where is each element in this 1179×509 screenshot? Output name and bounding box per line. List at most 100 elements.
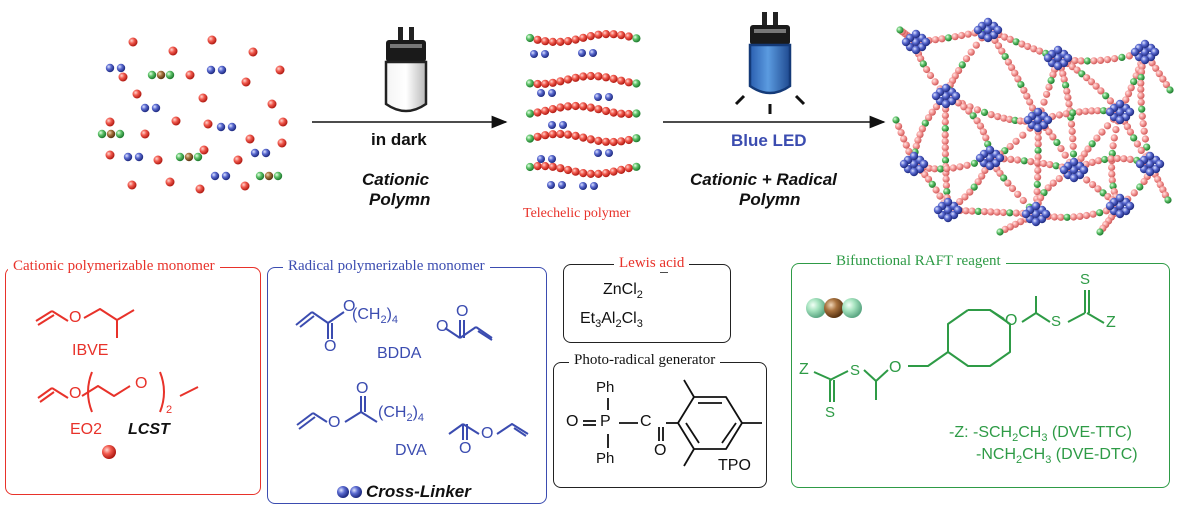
chain-sphere [594,169,603,178]
network-sphere [941,131,949,139]
cross-linker-sphere [590,182,598,190]
network-sphere [962,207,970,215]
chain-sphere [586,103,595,112]
cross-linker-sphere [558,181,566,189]
network-sphere [1103,122,1112,130]
tpo-label: TPO [718,457,751,474]
network-sphere [987,208,995,216]
raft-z-right: Z [1106,314,1116,331]
step2-process-line1: Cationic + Radical [690,170,837,189]
network-sphere [980,108,989,116]
lewis-panel-title: Lewis acid [614,255,690,272]
network-sphere [973,117,981,125]
chain-end-sphere [525,162,535,172]
network-sphere [1044,184,1052,192]
network-sphere [1137,146,1145,154]
network-sphere [1140,177,1148,186]
network-sphere [1124,90,1133,98]
network-sphere [1019,196,1027,205]
crosslink-sphere [1115,201,1125,211]
network-sphere [1084,145,1092,153]
network-sphere [1108,149,1116,157]
eo2-oxygen-1: O [69,385,82,402]
cross-linker-icon [337,486,362,498]
ibve-structure [35,308,135,338]
chain-sphere [579,33,588,42]
network-sphere [1007,155,1015,163]
network-sphere [892,116,900,124]
crosslink-sphere [1059,165,1069,175]
network-sphere [982,134,990,142]
chain-sphere [601,169,611,178]
network-sphere [1043,90,1051,98]
network-sphere [1034,166,1042,174]
network-sphere [1141,135,1149,143]
network-sphere [1139,120,1147,128]
network-sphere [1062,81,1070,89]
chain-end-sphere [632,34,641,43]
cross-linker-sphere [589,49,597,57]
network-sphere [1126,155,1134,163]
crosslink-sphere [941,83,951,93]
crosslink-sphere [1069,165,1079,175]
chain-sphere [617,109,626,118]
network-sphere [1166,86,1174,94]
network-sphere [1107,155,1115,163]
chain-sphere [586,71,595,81]
network-sphere [941,112,950,120]
network-sphere [1138,62,1146,71]
network-sphere [1138,105,1146,113]
crosslink-sphere [995,153,1005,163]
chain-end-sphere [525,79,535,88]
network-sphere [1000,114,1008,122]
network-sphere [1008,64,1016,72]
network-sphere [1052,162,1060,170]
network-sphere [1087,78,1095,86]
network-sphere [925,114,933,122]
network-sphere [921,119,929,127]
crosslink-sphere [909,151,919,161]
chain-sphere [563,37,573,46]
network-sphere [941,144,949,152]
network-sphere [1136,183,1144,191]
network-sphere [1000,174,1008,182]
network-sphere [941,118,949,126]
monomer-mixture [97,35,288,194]
network-sphere [1106,97,1114,105]
chain-end-sphere [632,79,641,88]
crosslink-sphere [941,91,951,101]
network-sphere [928,180,936,188]
raft-z-option-2: -NCH2CH3 (DVE-DTC) [976,446,1138,467]
crosslink-sphere [911,29,921,39]
chain-sphere [533,132,542,141]
crosslink-sphere [1021,209,1031,219]
chain-end-sphere [632,109,641,118]
chain-sphere [563,75,573,84]
network-sphere [937,165,945,173]
network-sphere [1094,157,1103,165]
network-sphere [931,36,940,44]
network-sphere [1094,107,1102,115]
network-sphere [1006,35,1014,44]
crosslink-sphere [1125,107,1135,117]
network-sphere [1028,104,1037,112]
network-sphere [1011,69,1019,77]
step1-process-line2: Polymn [369,190,431,209]
network-sphere [1065,100,1073,108]
network-sphere [931,165,939,173]
crosslink-sphere [1105,107,1115,117]
network-sphere [1014,156,1022,164]
network-sphere [993,208,1001,216]
network-sphere [1096,209,1104,217]
cross-linker-label: Cross-Linker [366,482,471,501]
network-sphere [996,228,1004,236]
crosslink-sphere [941,99,951,109]
crosslink-sphere [1031,201,1041,211]
network-sphere [1130,134,1138,142]
eo2-structure [37,371,199,413]
network-sphere [1083,74,1091,82]
eo2-oxygen-2: O [135,375,148,392]
network-sphere [961,193,969,201]
zncl2-formula: ZnCl2 [603,281,643,302]
network-sphere [1125,52,1133,60]
